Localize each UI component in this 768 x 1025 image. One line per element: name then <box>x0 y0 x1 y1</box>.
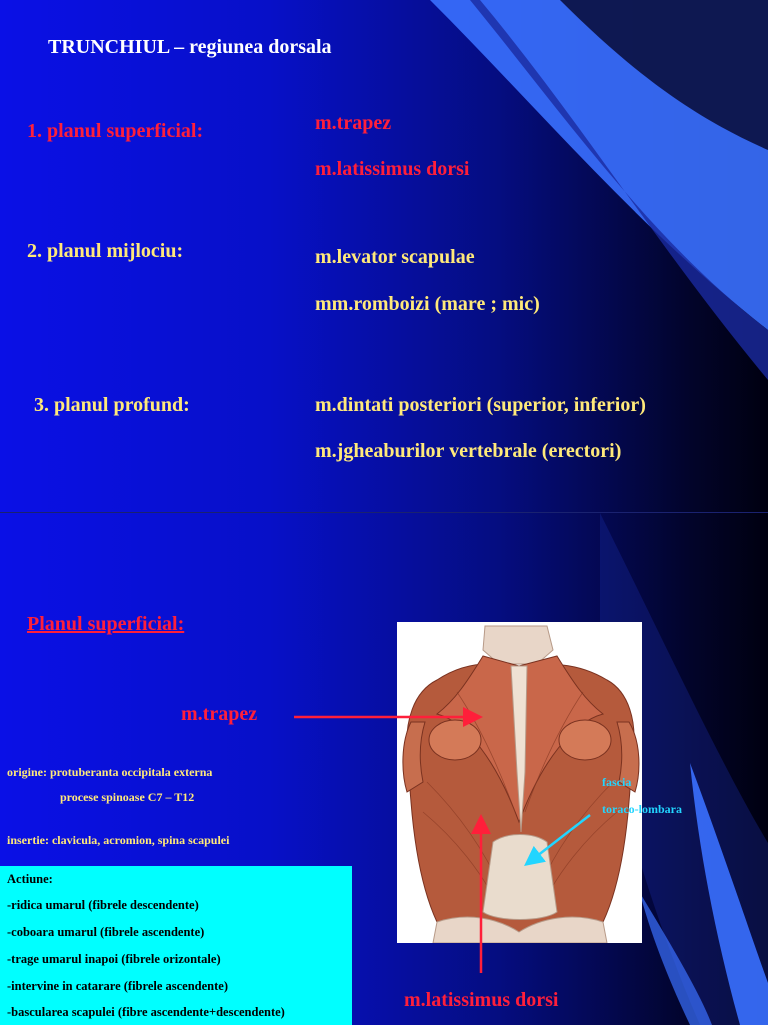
plane-label-mijlociu: 2. planul mijlociu: <box>27 240 184 262</box>
muscle-dintati: m.dintati posteriori (superior, inferior… <box>315 394 646 416</box>
origine-line-1: origine: protuberanta occipitala externa <box>7 765 213 779</box>
muscle-romboizi: mm.romboizi (mare ; mic) <box>315 293 540 315</box>
decorative-swoosh <box>600 513 768 1025</box>
pointer-arrows <box>294 707 591 973</box>
slide-title: TRUNCHIUL – regiunea dorsala <box>48 36 332 58</box>
fascia-label-2: toraco-lombara <box>602 802 682 816</box>
plane-label-superficial: 1. planul superficial: <box>27 120 204 142</box>
actiune-item: -trage umarul inapoi (fibrele orizontale… <box>7 952 221 966</box>
plane-label-profund: 3. planul profund: <box>34 394 190 416</box>
actiune-item: -intervine in catarare (fibrele ascenden… <box>7 979 229 993</box>
actiune-item: -coboara umarul (fibrele ascendente) <box>7 925 205 939</box>
section-heading: Planul superficial: <box>27 613 185 635</box>
fascia-label-1: fascia <box>602 775 632 789</box>
actiune-item: -bascularea scapulei (fibre ascendente+d… <box>7 1005 285 1019</box>
muscle-levator: m.levator scapulae <box>315 246 475 268</box>
muscle-latissimus: m.latissimus dorsi <box>315 158 470 180</box>
slide-2: Planul superficial: m.trapez origine: pr… <box>0 512 768 1025</box>
insertie-line: insertie: clavicula, acromion, spina sca… <box>7 833 230 847</box>
label-trapez: m.trapez <box>181 703 258 725</box>
muscle-jgheaburilor: m.jgheaburilor vertebrale (erectori) <box>315 440 622 462</box>
actiune-box: Actiune: -ridica umarul (fibrele descend… <box>0 866 352 1025</box>
slide-1: TRUNCHIUL – regiunea dorsala 1. planul s… <box>0 0 768 512</box>
actiune-item: -ridica umarul (fibrele descendente) <box>7 898 199 912</box>
origine-line-2: procese spinoase C7 – T12 <box>60 790 195 804</box>
back-muscles-image <box>397 622 642 944</box>
muscle-trapez: m.trapez <box>315 112 392 134</box>
label-latissimus: m.latissimus dorsi <box>404 989 559 1011</box>
actiune-title: Actiune: <box>7 872 53 886</box>
decorative-swoosh <box>430 0 768 380</box>
